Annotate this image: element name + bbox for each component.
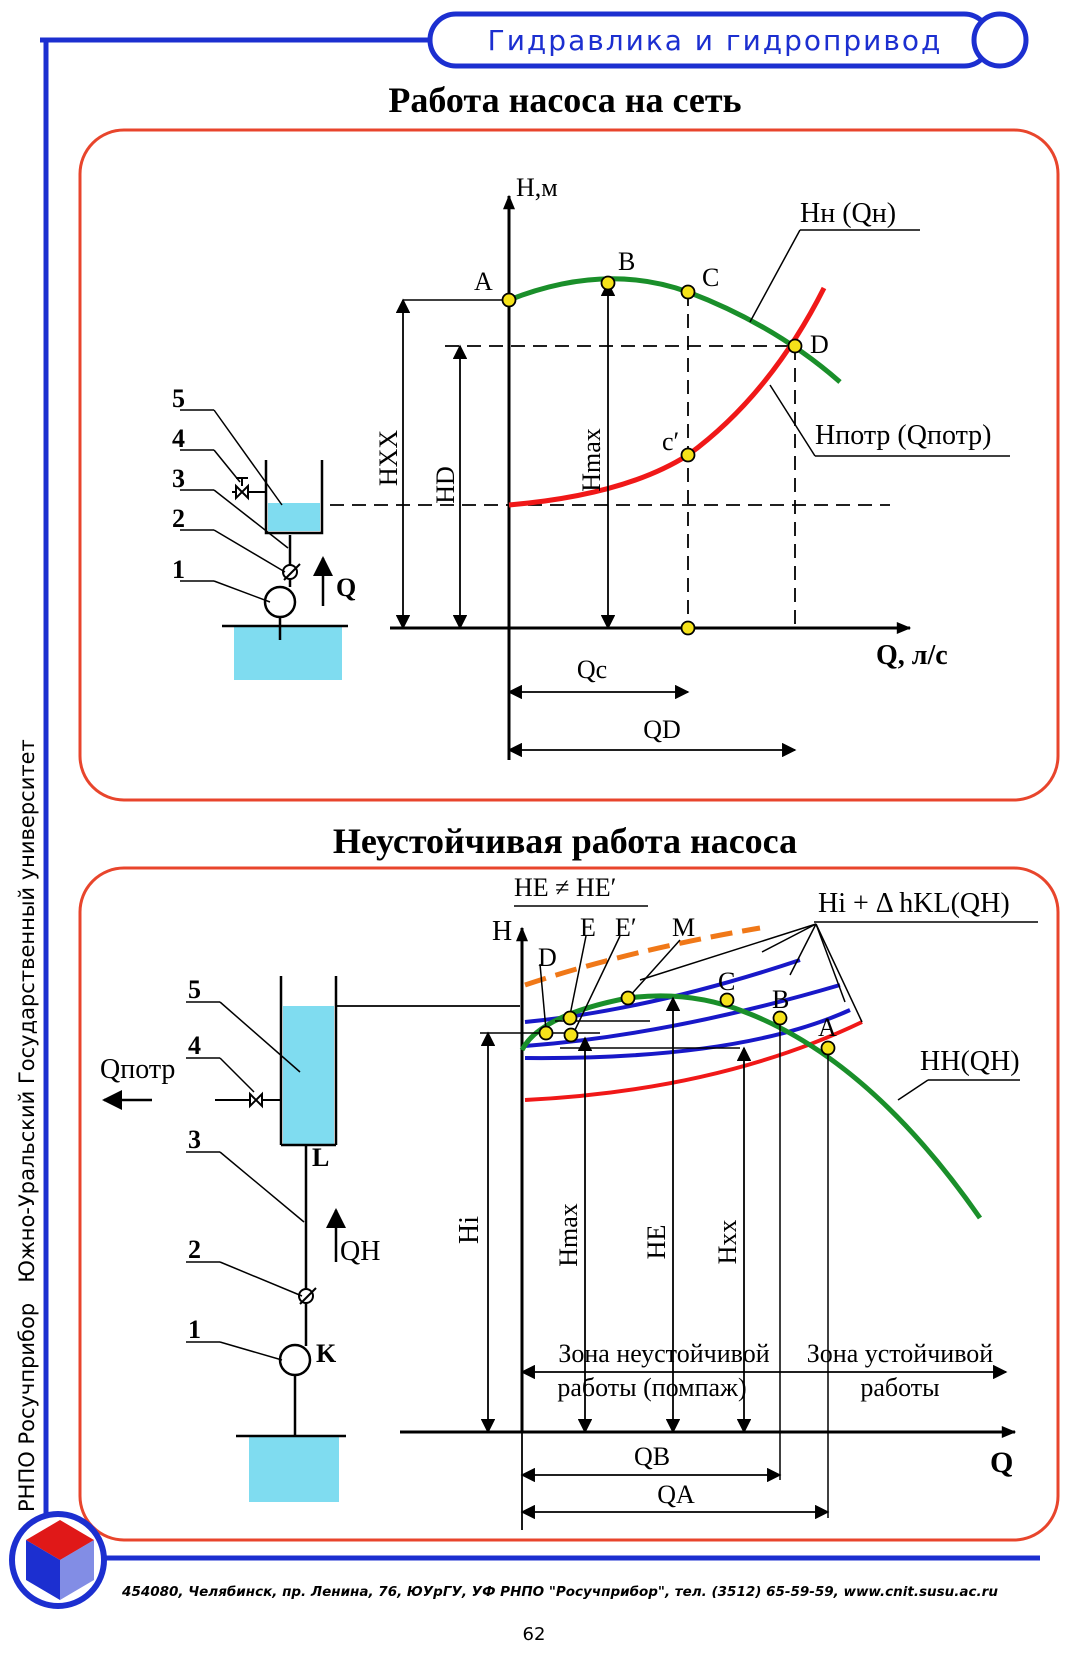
letter-k: K <box>316 1339 337 1368</box>
point-e <box>562 1010 578 1026</box>
x-axis-label: Q <box>990 1446 1013 1479</box>
section1-title: Работа насоса на сеть <box>388 80 741 120</box>
side-university-text: РНПО Росучприбор Южно-Уральский Государс… <box>15 739 39 1512</box>
scheme-number-5: 5 <box>188 975 201 1004</box>
lower-reservoir-water <box>249 1436 339 1502</box>
footer-address: 454080, Челябинск, пр. Ленина, 76, ЮУрГУ… <box>121 1584 998 1600</box>
point-c-prime-label: c′ <box>662 427 679 456</box>
scheme-number-2: 2 <box>172 504 185 533</box>
point-e-prime <box>563 1027 579 1043</box>
he-label: HE <box>642 1225 671 1260</box>
point-c <box>680 284 696 300</box>
hxx-label: Hxx <box>713 1220 742 1265</box>
pump-characteristic-curve <box>508 276 842 384</box>
section2-chart: Зона неустойчивой работы (помпаж) Зона у… <box>400 873 1038 1530</box>
qa-label: QA <box>657 1480 695 1509</box>
family-label: Hi + Δ hKL(QH) <box>818 888 1010 919</box>
point-e-prime-label: E′ <box>615 913 637 942</box>
flow-label: Q <box>336 573 356 602</box>
hxx-label: HXX <box>374 430 403 487</box>
point-c-prime <box>680 447 696 463</box>
footer: 454080, Челябинск, пр. Ленина, 76, ЮУрГУ… <box>9 1511 1040 1645</box>
scheme-number-3: 3 <box>172 464 185 493</box>
header: Гидравлика и гидропривод <box>40 11 1029 69</box>
pump-curve-label: HH(QH) <box>920 1046 1020 1077</box>
hi-label: Hi <box>454 1216 485 1244</box>
point-m <box>620 990 636 1006</box>
logo-right-shape <box>60 1540 94 1600</box>
scheme-number-3: 3 <box>188 1125 201 1154</box>
zone-unstable-line1: Зона неустойчивой <box>558 1339 769 1368</box>
section2-scheme: Qпотр QH L K 1 2 3 4 5 <box>100 975 520 1502</box>
point-c-label: C <box>718 967 735 996</box>
point-a-label: A <box>818 1013 837 1042</box>
hmax-label: Hmax <box>554 1203 583 1267</box>
header-circle <box>971 11 1029 69</box>
section1-frame <box>78 128 1060 802</box>
scheme-number-4: 4 <box>188 1031 201 1060</box>
pump-symbol <box>263 585 297 619</box>
point-c <box>719 992 735 1008</box>
inequality-label: HE ≠ HE′ <box>514 873 616 902</box>
hd-label: HD <box>431 466 460 504</box>
course-title: Гидравлика и гидропривод <box>488 24 943 57</box>
letter-l: L <box>312 1143 329 1172</box>
y-axis-label: H,м <box>516 173 558 202</box>
point-b <box>600 275 616 291</box>
valve-symbol <box>235 483 249 501</box>
point-a-label: A <box>474 267 493 296</box>
pump-characteristic-curve <box>519 993 983 1220</box>
qb-label: QB <box>634 1442 670 1471</box>
point-a <box>501 292 517 308</box>
section1-chart: HXX HD Hmax Qc QD Hн (Qн) Hпотр (Qпотр) … <box>330 173 1010 760</box>
hmax-label: Hmax <box>577 428 606 492</box>
x-axis-label: Q, л/с <box>876 640 948 671</box>
zone-stable-line1: Зона устойчивой <box>807 1339 994 1368</box>
point-m-label: M <box>672 913 695 942</box>
qc-label: Qc <box>577 655 607 684</box>
y-axis-label: H <box>492 916 512 947</box>
section2-title: Неустойчивая работа насоса <box>333 821 797 861</box>
point-a <box>820 1040 836 1056</box>
zone-unstable-line2: работы (помпаж) <box>557 1373 746 1402</box>
point-b <box>772 1010 788 1026</box>
scheme-number-1: 1 <box>188 1315 201 1344</box>
orange-dashed-curve <box>524 925 761 988</box>
zone-stable-line2: работы <box>860 1373 939 1402</box>
scheme-number-2: 2 <box>188 1235 201 1264</box>
point-d-label: D <box>810 330 829 359</box>
scheme-number-1: 1 <box>172 555 185 584</box>
valve-symbol <box>249 1091 263 1109</box>
page-number: 62 <box>523 1624 546 1645</box>
pump-curve-label: Hн (Qн) <box>800 198 896 229</box>
point-d <box>538 1025 554 1041</box>
scheme-number-4: 4 <box>172 424 185 453</box>
point-c-label: C <box>702 263 719 292</box>
point-qc-axis <box>680 620 696 636</box>
point-d <box>787 338 803 354</box>
qd-label: QD <box>643 715 681 744</box>
upper-tank <box>264 460 324 535</box>
red-curve <box>524 1020 863 1102</box>
outflow-label: Qпотр <box>100 1054 175 1085</box>
lower-reservoir-water <box>234 626 342 680</box>
section2-frame <box>78 866 1060 1542</box>
logo-left-shape <box>26 1540 60 1600</box>
point-b-label: B <box>618 247 635 276</box>
point-b-label: B <box>772 985 789 1014</box>
point-e-label: E <box>580 913 596 942</box>
point-d-label: D <box>538 943 557 972</box>
flow-qh-label: QH <box>340 1236 380 1267</box>
section1-scheme: Q 1 2 3 4 5 <box>172 384 356 680</box>
pump-symbol <box>278 1343 312 1377</box>
scheme-number-5: 5 <box>172 384 185 413</box>
network-curve-label: Hпотр (Qпотр) <box>815 420 991 451</box>
check-valve-symbol <box>282 564 298 580</box>
